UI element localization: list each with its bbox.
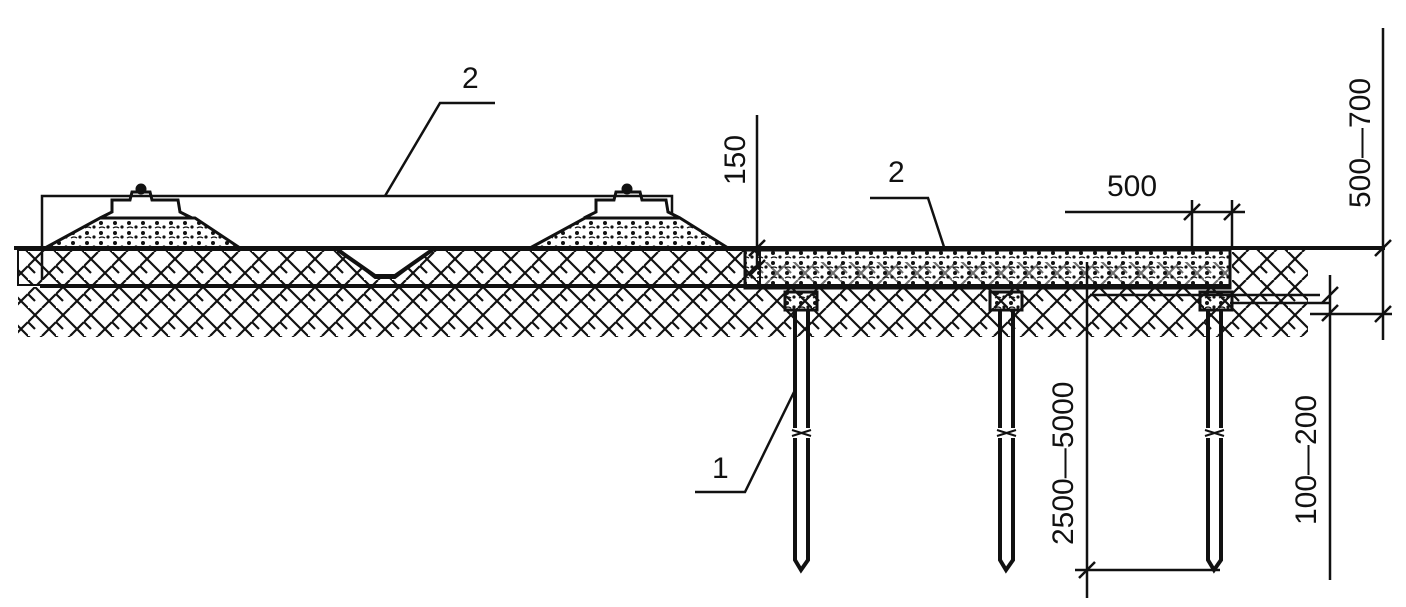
ditch-outline: [333, 246, 437, 278]
dim-2500-5000: 2500—5000: [1047, 382, 1080, 545]
track-frame-bracket: [40, 194, 674, 280]
callout-1: 1: [712, 452, 729, 485]
rail-right: [583, 183, 681, 220]
callout-2-left: 2: [462, 62, 479, 95]
dim-500-700: 500—700: [1344, 78, 1377, 208]
ballast-mound-left: [44, 216, 245, 250]
upper-soil-left: [17, 249, 761, 286]
callout-2-left-leader: [383, 101, 495, 197]
ballast-mound-right: [529, 216, 734, 250]
rail-left: [99, 183, 193, 220]
callout-2-right-leader: [870, 196, 947, 251]
callout-2-right: 2: [888, 156, 905, 189]
callout-1-leader: [695, 389, 797, 494]
upper-soil-right: [1232, 250, 1308, 290]
dim-150: 150: [719, 135, 752, 185]
pile-1: [783, 290, 819, 574]
dim-500: 500: [1107, 170, 1157, 203]
dim-100-200: 100—200: [1290, 395, 1323, 525]
pile-2: [988, 290, 1024, 574]
